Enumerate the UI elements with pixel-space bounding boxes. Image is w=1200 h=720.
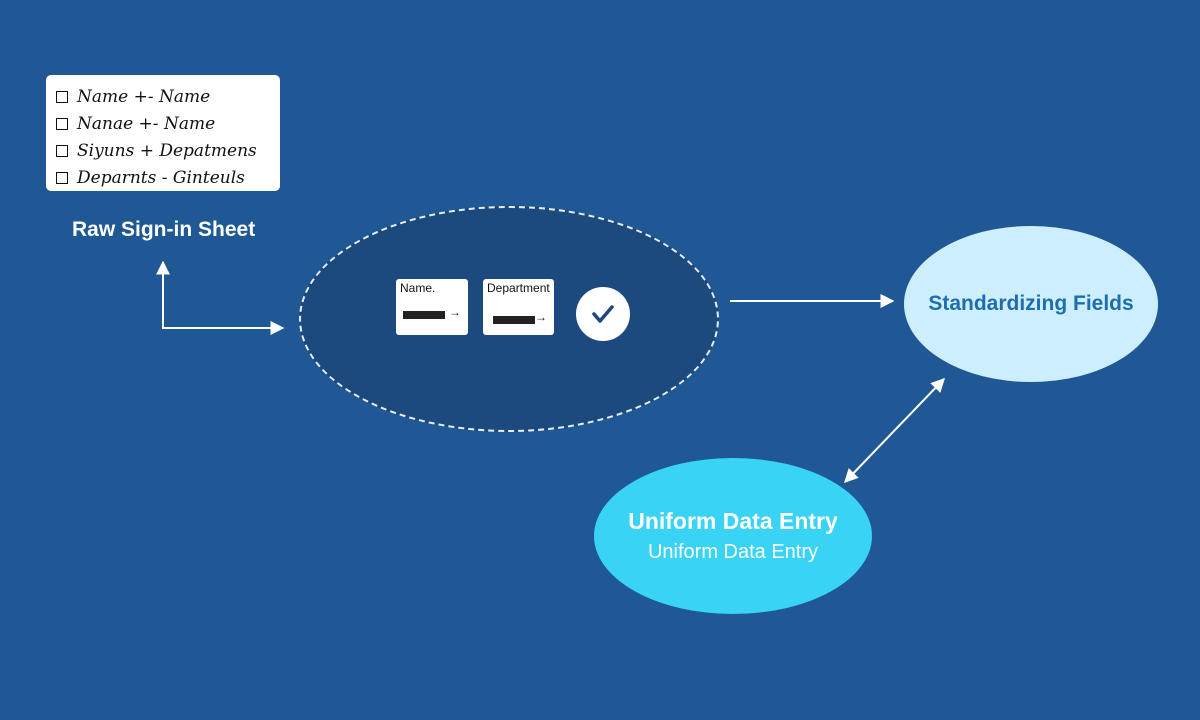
sheet-line-text: Siyuns + Depatmens (77, 140, 257, 161)
sheet-line-text: Nanae +- Name (77, 113, 216, 134)
input-bar-icon (493, 316, 535, 324)
sheet-line: Deparnts - Ginteuls (56, 164, 280, 191)
department-field-card: Department → (483, 279, 554, 335)
sheet-to-process-arrow (156, 260, 285, 335)
input-bar-icon (403, 311, 445, 319)
checkmark-icon (576, 287, 630, 341)
name-card-label: Name. (400, 281, 436, 295)
arrow-right-icon: → (535, 310, 547, 324)
sheet-line: Name +- Name (56, 83, 280, 110)
checkbox-icon (56, 90, 68, 103)
name-field-card: Name. → (396, 279, 468, 335)
checkbox-icon (56, 144, 68, 157)
raw-sign-in-sheet: Name +- Name Nanae +- Name Siyuns + Depa… (46, 75, 280, 191)
arrow-right-icon: → (449, 305, 461, 319)
uniform-data-entry-title: Uniform Data Entry (628, 508, 838, 534)
uniform-data-entry-node: Uniform Data Entry Uniform Data Entry (594, 458, 872, 614)
department-card-label: Department (487, 281, 550, 295)
checkbox-icon (56, 117, 68, 130)
uniform-data-entry-subtitle: Uniform Data Entry (647, 541, 819, 563)
sheet-line: Nanae +- Name (56, 110, 280, 137)
sheet-line: Siyuns + Depatmens (56, 137, 280, 164)
standardizing-fields-label: Standardizing Fields (928, 292, 1134, 315)
sheet-line-text: Deparnts - Ginteuls (77, 167, 245, 188)
sheet-line-text: Name +- Name (77, 86, 211, 107)
uniform-to-standardizing-arrow (844, 377, 945, 484)
standardizing-fields-node: Standardizing Fields (904, 226, 1158, 382)
raw-sheet-label: Raw Sign-in Sheet (72, 218, 256, 241)
checkbox-icon (56, 171, 68, 184)
